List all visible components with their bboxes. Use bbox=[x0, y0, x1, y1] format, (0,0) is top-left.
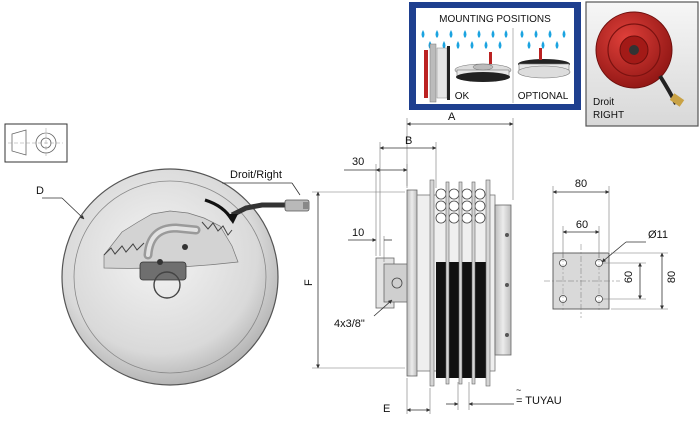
mounting-positions-panel: MOUNTING POSITIONS OK bbox=[409, 2, 581, 110]
plate-width-label: 80 bbox=[575, 178, 587, 190]
hub-bracket bbox=[139, 261, 187, 281]
inlet-thread-label: 4x3/8" bbox=[334, 318, 365, 330]
front-hose bbox=[230, 202, 286, 218]
hole-spacing-vertical-label: 60 bbox=[623, 271, 635, 283]
photo-caption-fr: Droit bbox=[593, 97, 614, 108]
dimension-b-label: B bbox=[405, 135, 412, 147]
product-photo-panel: Droit RIGHT bbox=[585, 1, 699, 127]
floor-mount-reel-icon bbox=[454, 52, 512, 82]
hose-coil-4 bbox=[475, 262, 486, 378]
direction-label: Droit/Right bbox=[230, 169, 282, 181]
hole-spacing-label: 60 bbox=[576, 219, 588, 231]
mounting-plate-view: 80 60 Ø11 60 80 bbox=[544, 178, 678, 318]
dimension-30-label: 30 bbox=[352, 156, 364, 168]
ok-label: OK bbox=[455, 91, 470, 102]
dimension-f-label: F bbox=[303, 279, 315, 286]
hose-diameter-label: = TUYAU bbox=[516, 395, 562, 407]
photo-nozzle bbox=[669, 93, 685, 107]
hose-approx-symbol: ~ bbox=[516, 385, 521, 395]
photo-caption-en: RIGHT bbox=[593, 110, 624, 121]
optional-label: OPTIONAL bbox=[518, 91, 569, 102]
reel-front-view: Droit/Right D bbox=[36, 168, 310, 386]
ratchet-teeth-left bbox=[103, 242, 145, 256]
hose-coil-2 bbox=[449, 262, 460, 378]
inlet-swivel bbox=[383, 263, 409, 303]
dimension-a-label: A bbox=[448, 111, 456, 123]
plate-height-label: 80 bbox=[666, 271, 678, 283]
ratchet-teeth-right bbox=[201, 221, 233, 236]
side-disc-left bbox=[406, 189, 418, 377]
ceiling-mount-reel-icon bbox=[517, 48, 571, 79]
hole-diameter-label: Ø11 bbox=[648, 229, 668, 241]
hub-ring bbox=[153, 271, 181, 299]
hose-coil-3 bbox=[462, 262, 473, 378]
raindrop-icons bbox=[421, 30, 566, 49]
mounting-title: MOUNTING POSITIONS bbox=[439, 14, 551, 25]
hose-coil-1 bbox=[436, 262, 447, 378]
wall-mount-reel-icon bbox=[424, 43, 450, 103]
side-disc-right bbox=[494, 204, 512, 356]
projection-symbol bbox=[4, 123, 68, 163]
diameter-label: D bbox=[36, 185, 44, 197]
dimension-10-label: 10 bbox=[352, 227, 364, 239]
reel-side-view: A B 30 10 F 4x3/8" E ~ bbox=[303, 111, 562, 415]
dimension-e-label: E bbox=[383, 403, 390, 415]
